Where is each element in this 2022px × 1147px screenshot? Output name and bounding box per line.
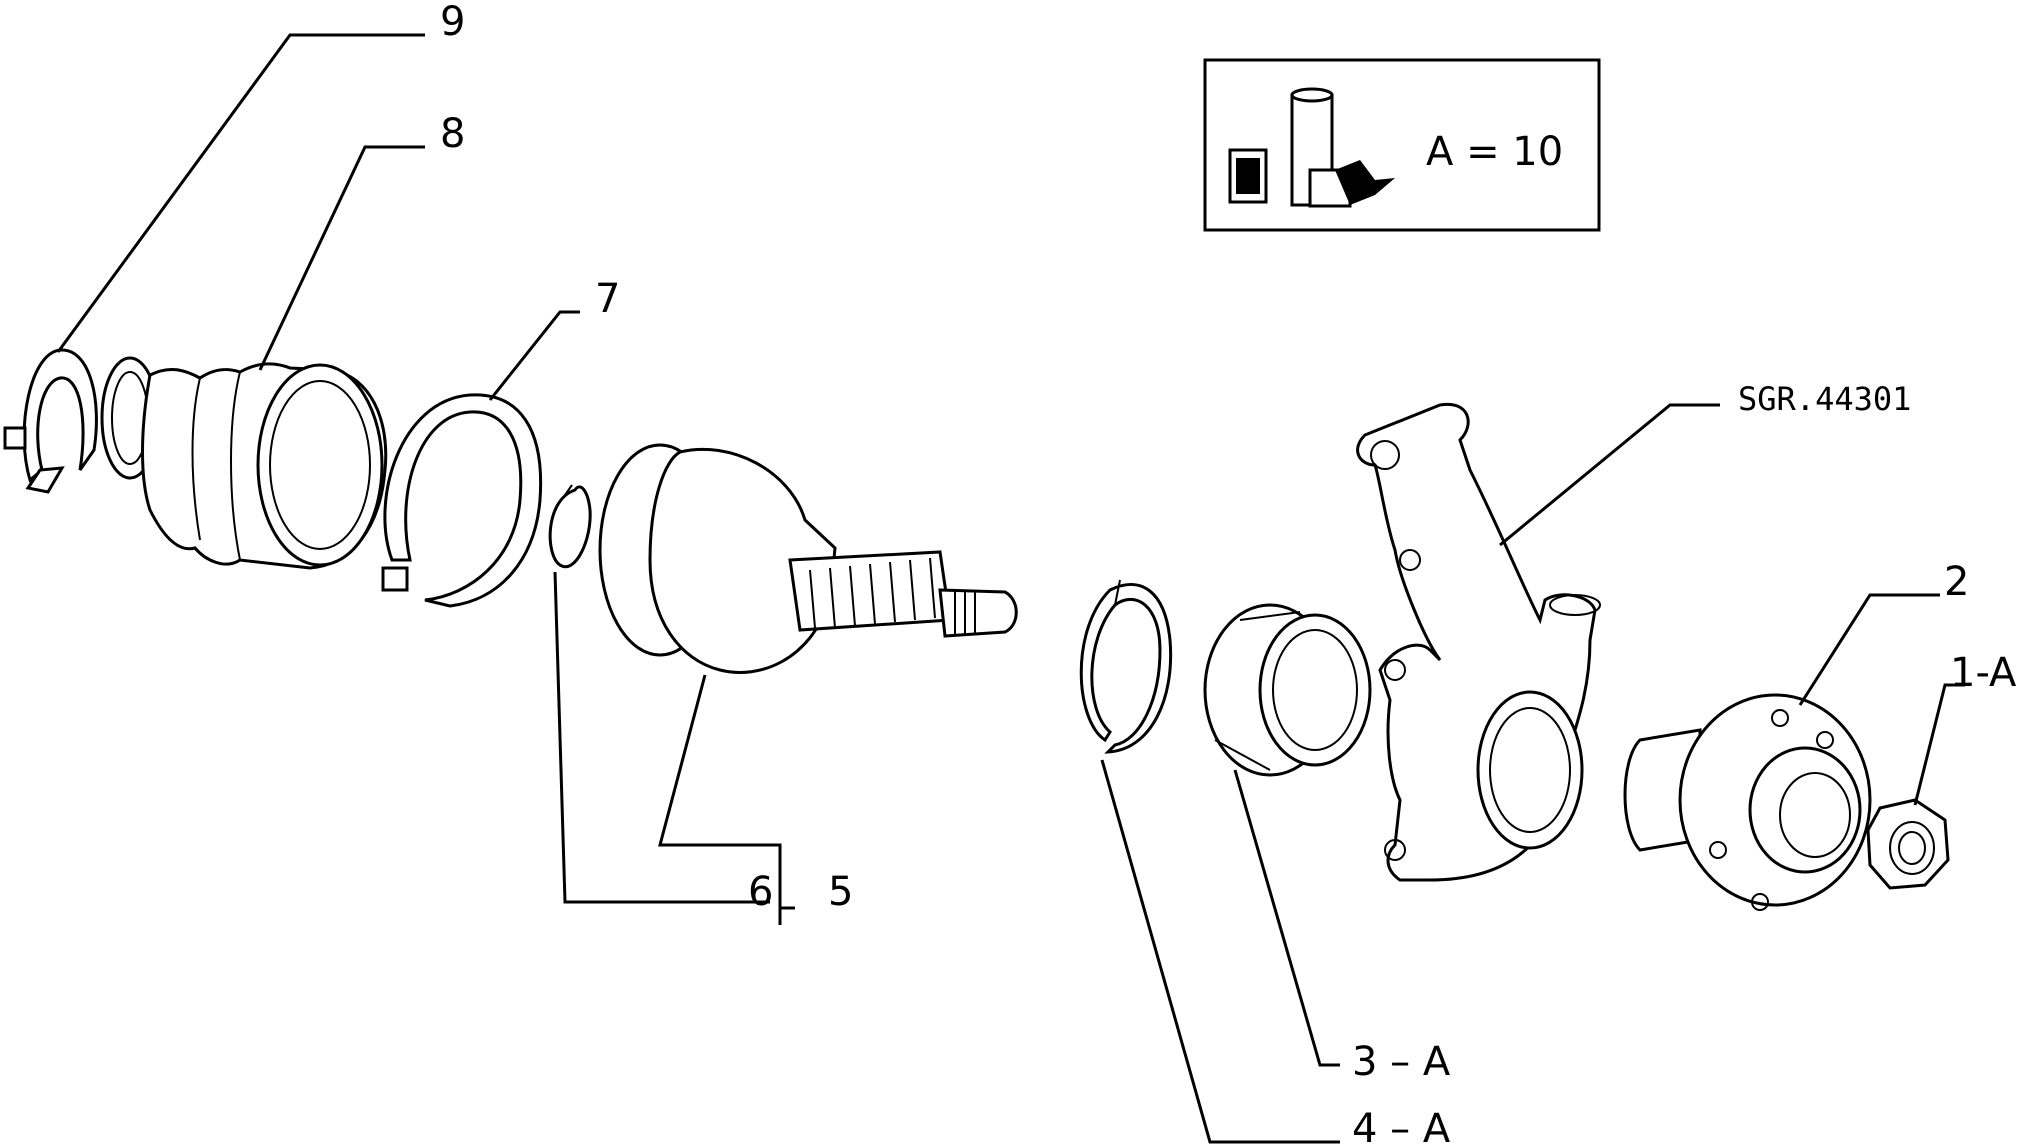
part-7-clamp-band <box>381 393 543 608</box>
part-9-clamp <box>3 348 98 494</box>
part-5-cv-joint <box>598 443 1018 674</box>
steering-knuckle <box>1356 402 1601 882</box>
callout-6: 6 <box>748 869 773 915</box>
callout-5: 5 <box>828 869 853 915</box>
leader-lines <box>56 33 1965 1144</box>
torque-legend: A = 10 <box>1203 58 1601 232</box>
drawing-code-label: SGR.44301 <box>1738 380 1911 418</box>
lubricant-cans-icon <box>1228 87 1395 208</box>
callout-labels: 9 8 7 6 5 2 1-A 3 – A 4 – A SGR.44301 <box>440 0 2017 1147</box>
callout-4-a: 4 – A <box>1352 1106 1451 1147</box>
callout-9: 9 <box>440 0 465 45</box>
part-2-hub <box>1623 693 1872 911</box>
part-8-boot <box>100 356 388 570</box>
part-1-nut <box>1866 798 1950 890</box>
part-6-circlip <box>548 484 592 569</box>
callout-7: 7 <box>595 276 620 322</box>
part-3-bearing <box>1203 603 1372 777</box>
part-4-snap-ring <box>1079 579 1173 754</box>
callout-2: 2 <box>1944 559 1969 605</box>
torque-value-label: A = 10 <box>1426 129 1563 175</box>
callout-3-a: 3 – A <box>1352 1039 1451 1085</box>
callout-8: 8 <box>440 111 465 157</box>
callout-1-a: 1-A <box>1950 650 2017 696</box>
